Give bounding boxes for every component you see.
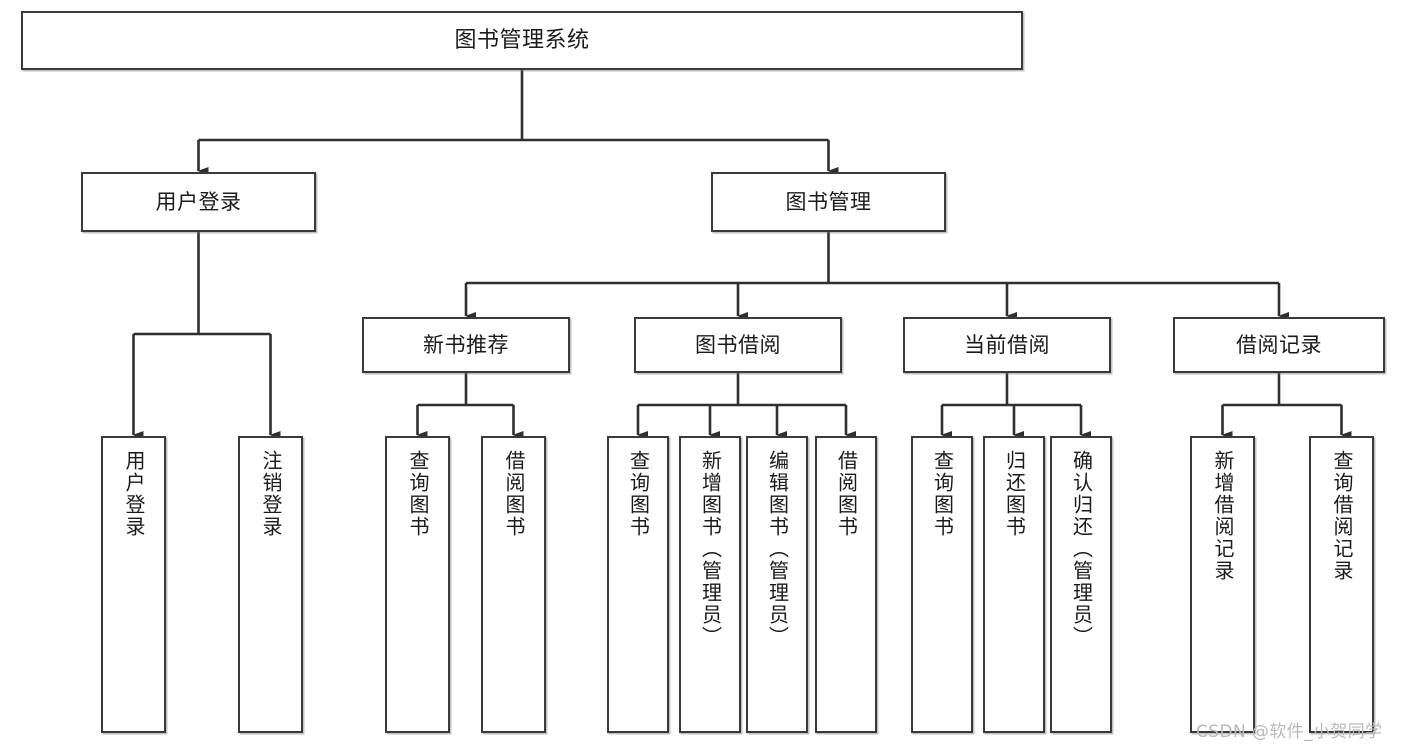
node-leaf-new-2[interactable]: 借阅图书 bbox=[481, 436, 546, 733]
node-leaf-bor-2[interactable]: 新增图书（管理员） bbox=[679, 436, 741, 733]
node-current[interactable]: 当前借阅 bbox=[903, 317, 1111, 373]
node-login[interactable]: 用户登录 bbox=[81, 172, 316, 232]
node-leaf-login-2[interactable]: 注销登录 bbox=[238, 436, 303, 733]
node-leaf-cur-3[interactable]: 确认归还（管理员） bbox=[1050, 436, 1112, 733]
node-label: 查询图书 bbox=[406, 450, 430, 538]
node-leaf-bor-3[interactable]: 编辑图书（管理员） bbox=[746, 436, 808, 733]
node-label: 借阅图书 bbox=[834, 450, 859, 538]
node-label: 归还图书 bbox=[1002, 450, 1027, 538]
node-leaf-cur-2[interactable]: 归还图书 bbox=[983, 436, 1045, 733]
node-label: 新增借阅记录 bbox=[1211, 450, 1235, 582]
node-bookmgmt[interactable]: 图书管理 bbox=[711, 172, 946, 232]
node-label: 图书借阅 bbox=[695, 332, 781, 357]
node-leaf-cur-1[interactable]: 查询图书 bbox=[911, 436, 973, 733]
node-label: 图书管理 bbox=[785, 189, 872, 214]
node-leaf-bor-4[interactable]: 借阅图书 bbox=[815, 436, 877, 733]
node-leaf-bor-1[interactable]: 查询图书 bbox=[607, 436, 669, 733]
node-records[interactable]: 借阅记录 bbox=[1173, 317, 1385, 373]
node-label: 查询借阅记录 bbox=[1330, 450, 1354, 582]
node-label: 查询图书 bbox=[930, 450, 955, 538]
node-borrow[interactable]: 图书借阅 bbox=[634, 317, 842, 373]
node-label: 新书推荐 bbox=[423, 332, 509, 357]
node-newbooks[interactable]: 新书推荐 bbox=[362, 317, 570, 373]
node-label: 借阅图书 bbox=[502, 450, 526, 538]
node-label: 借阅记录 bbox=[1236, 332, 1322, 357]
node-label: 用户登录 bbox=[122, 450, 146, 538]
node-label: 查询图书 bbox=[626, 450, 651, 538]
node-label: 当前借阅 bbox=[964, 332, 1050, 357]
node-label: 用户登录 bbox=[155, 189, 242, 214]
node-label: 图书管理系统 bbox=[454, 27, 590, 53]
node-leaf-rec-2[interactable]: 查询借阅记录 bbox=[1309, 436, 1374, 733]
node-label: 编辑图书（管理员） bbox=[765, 450, 790, 648]
node-label: 确认归还（管理员） bbox=[1069, 450, 1094, 648]
connector-lines bbox=[132, 70, 1352, 439]
node-leaf-rec-1[interactable]: 新增借阅记录 bbox=[1190, 436, 1255, 733]
node-root[interactable]: 图书管理系统 bbox=[21, 11, 1023, 70]
node-leaf-new-1[interactable]: 查询图书 bbox=[385, 436, 450, 733]
node-label: 注销登录 bbox=[259, 450, 283, 538]
node-leaf-login-1[interactable]: 用户登录 bbox=[101, 436, 166, 733]
node-label: 新增图书（管理员） bbox=[698, 450, 723, 648]
